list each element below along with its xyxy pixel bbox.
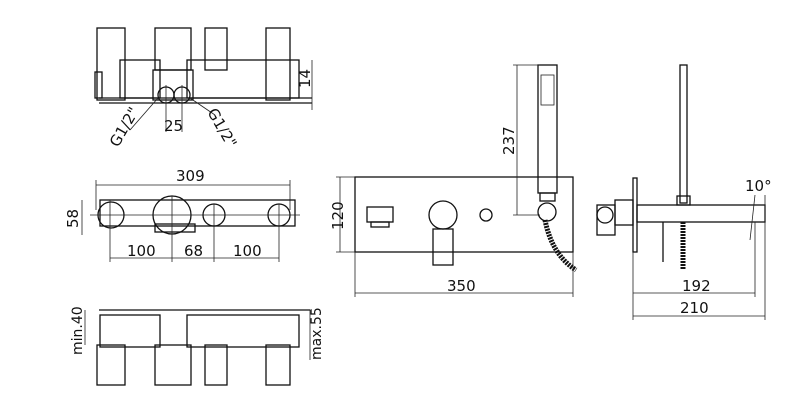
side-view: 10° 192 210 (596, 64, 772, 320)
body-front-view: 309 58 100 68 100 (64, 167, 300, 262)
label-inlet-right: G1/2" (204, 105, 241, 151)
dim-237: 237 (500, 126, 518, 155)
dim-min-40: min.40 (70, 306, 86, 355)
dim-100-left: 100 (127, 242, 156, 260)
dim-120: 120 (329, 201, 347, 230)
dim-309: 309 (176, 167, 205, 185)
dim-14: 14 (296, 69, 314, 88)
dim-58: 58 (64, 209, 82, 228)
label-inlet-left: G1/2" (106, 104, 143, 150)
front-view: 120 237 350 (329, 64, 578, 297)
bottom-view: min.40 max.55 (70, 306, 325, 386)
dim-10-degrees: 10° (745, 177, 772, 195)
dim-210: 210 (680, 299, 709, 317)
dim-25: 25 (164, 117, 183, 135)
dim-68: 68 (184, 242, 203, 260)
dim-192: 192 (682, 277, 711, 295)
top-view: 14 G1/2" G1/2" 25 (94, 27, 314, 151)
dim-max-55: max.55 (309, 307, 325, 360)
dim-350: 350 (447, 277, 476, 295)
dim-100-right: 100 (233, 242, 262, 260)
